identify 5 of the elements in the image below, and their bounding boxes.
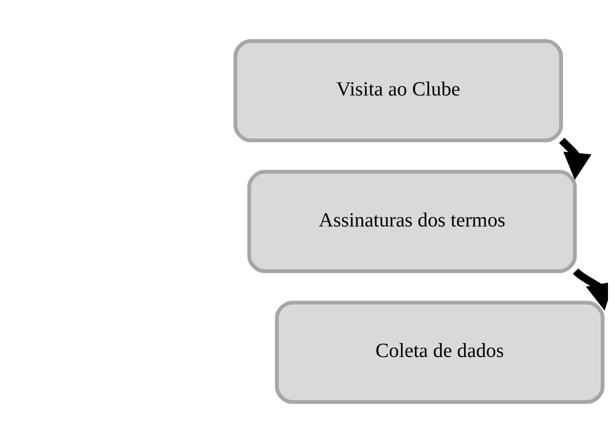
node-box: Assinaturas dos termos [247, 170, 577, 274]
arrow [572, 268, 608, 311]
arrow [559, 138, 592, 180]
node-box: Coleta de dados [274, 300, 604, 404]
node-box: Visita ao Clube [233, 39, 563, 142]
